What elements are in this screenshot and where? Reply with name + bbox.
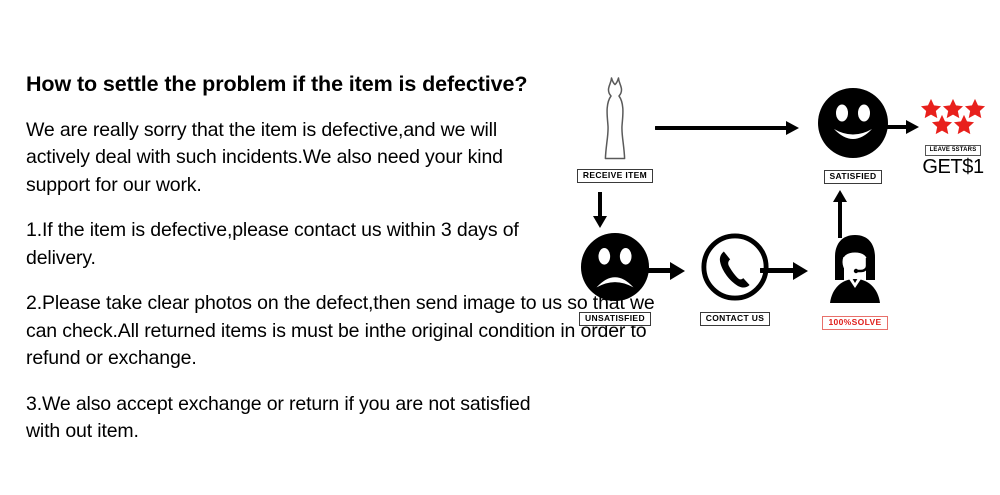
flow-node-satisfied: SATISFIED (803, 82, 903, 190)
star-row-top (910, 98, 996, 119)
flow-label-satisfied: SATISFIED (823, 169, 883, 185)
star-icon (931, 114, 953, 135)
policy-paragraph-intro: We are really sorry that the item is def… (26, 118, 503, 196)
flow-label-unsatisfied: UNSATISFIED (579, 311, 651, 327)
flow-node-contact-us: CONTACT US (685, 228, 785, 333)
flow-node-100-percent-solve: 100%SOLVE (805, 232, 905, 337)
star-icon (942, 98, 964, 119)
policy-paragraph-2: 2.Please take clear photos on the defect… (26, 292, 655, 370)
smiley-face-icon (818, 88, 888, 158)
star-icon (964, 98, 986, 119)
star-icon (953, 114, 975, 135)
flow-label-contact-us: CONTACT US (699, 311, 771, 327)
flow-label-receive-item: RECEIVE ITEM (576, 168, 654, 184)
phone-icon (701, 233, 769, 301)
dress-icon (604, 77, 626, 160)
flow-label-100-percent-solve: 100%SOLVE (822, 315, 888, 331)
page-title: How to settle the problem if the item is… (26, 72, 528, 96)
flow-label-leave-5-stars: LEAVE 5STARS (924, 145, 982, 156)
reward-amount: GET$1 (922, 156, 984, 178)
flow-node-unsatisfied: UNSATISFIED (565, 228, 665, 333)
policy-text-column: How to settle the problem if the item is… (26, 72, 666, 446)
sad-face-icon (580, 232, 650, 302)
flow-node-receive-item: RECEIVE ITEM (565, 75, 665, 190)
star-row-bottom (910, 114, 996, 135)
policy-paragraph-1: 1.If the item is defective,please contac… (26, 219, 519, 269)
policy-paragraph-3: 3.We also accept exchange or return if y… (26, 392, 531, 443)
star-icon (920, 98, 942, 119)
return-process-flow-diagram: RECEIVE ITEM SATISFIED (550, 70, 1000, 350)
support-agent-icon (830, 235, 880, 303)
flow-node-reward: LEAVE 5STARS GET$1 (910, 98, 996, 177)
